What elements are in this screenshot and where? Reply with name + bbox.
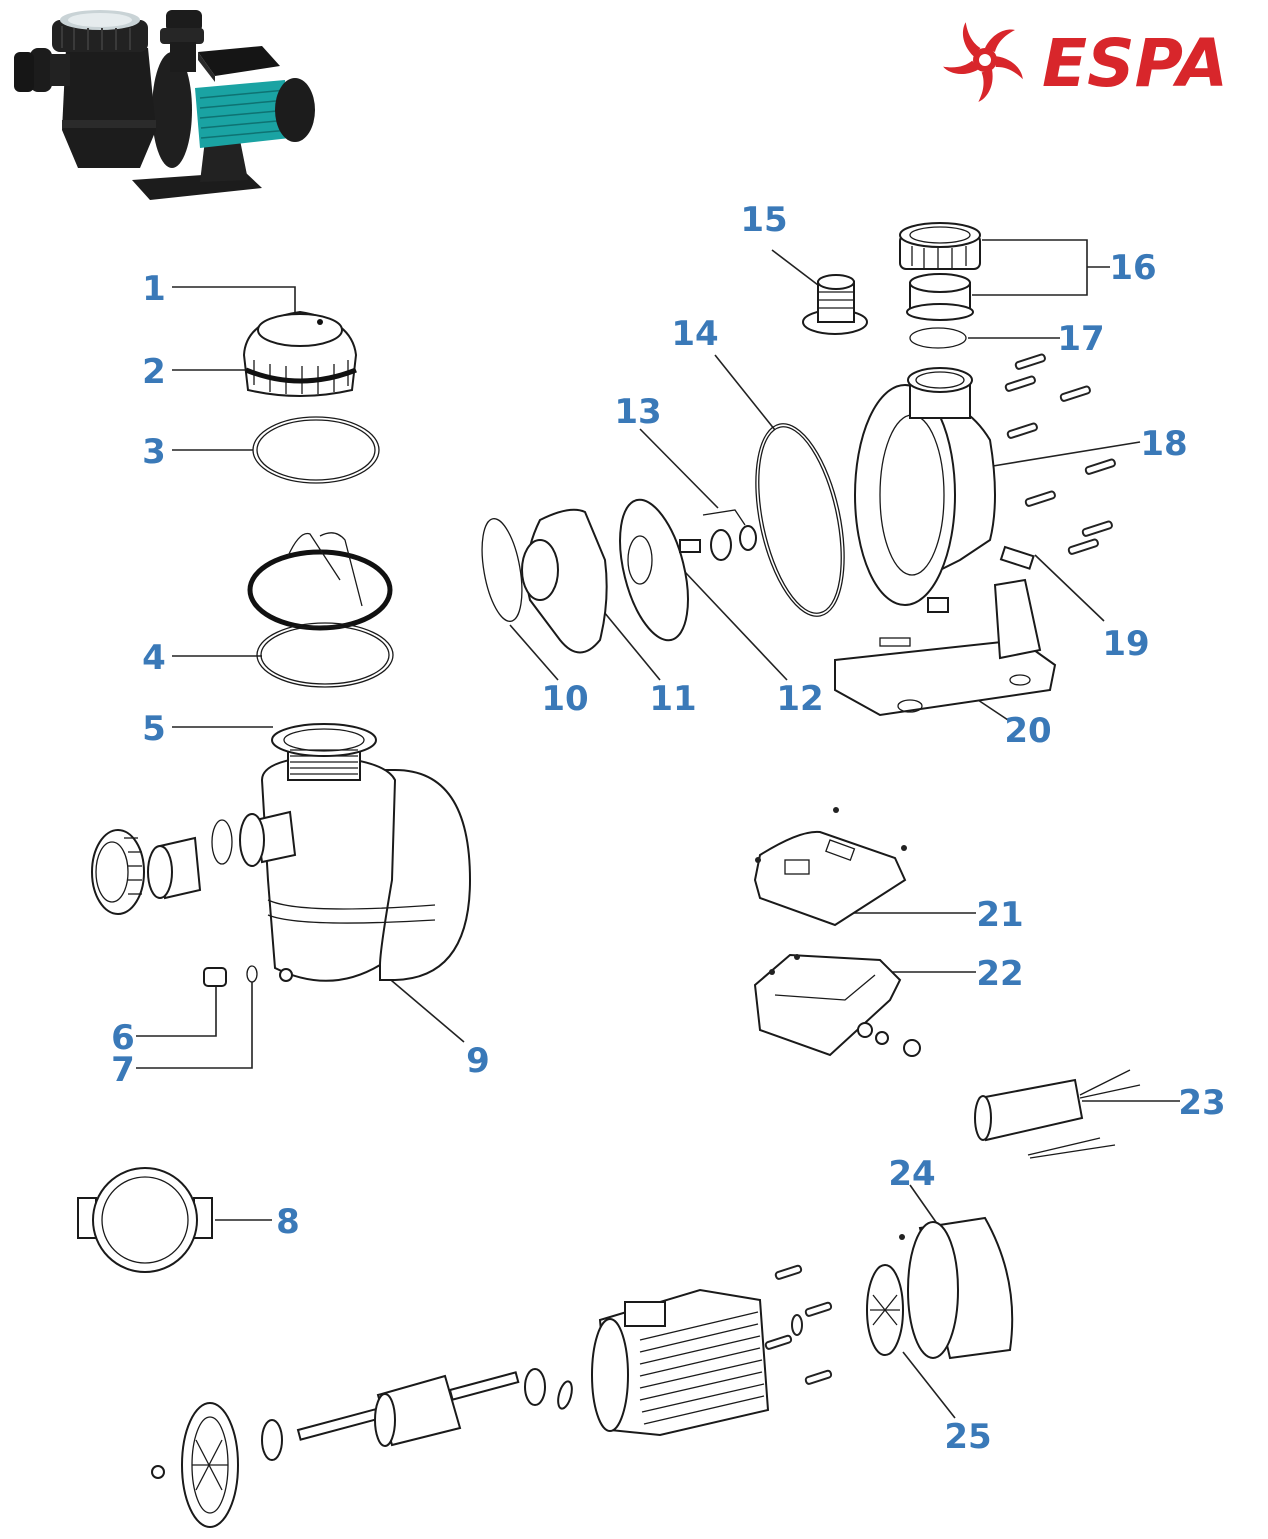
part-lid-o-ring (252, 416, 380, 484)
part-motor-screws (764, 1264, 833, 1385)
part-strainer-lid (242, 310, 358, 397)
part-label-25: 25 (944, 1417, 991, 1457)
part-label-9: 9 (466, 1041, 490, 1081)
impeller-logo-icon (943, 22, 1023, 102)
part-label-13: 13 (614, 392, 661, 432)
part-labels: 1 2 3 4 5 6 7 8 9 10 11 12 13 14 15 16 1… (111, 200, 1226, 1457)
part-label-22: 22 (976, 954, 1023, 994)
part-label-12: 12 (776, 679, 823, 719)
part-fan (866, 1264, 904, 1356)
part-label-19: 19 (1102, 624, 1149, 664)
leader-lines (136, 239, 1180, 1419)
product-photo (14, 10, 315, 200)
part-label-10: 10 (541, 679, 588, 719)
part-capacitor (974, 1069, 1141, 1159)
brand-name: ESPA (1042, 25, 1228, 102)
part-impeller (619, 498, 701, 642)
part-label-21: 21 (976, 895, 1023, 935)
part-label-7: 7 (111, 1050, 135, 1090)
part-label-4: 4 (142, 638, 166, 678)
part-volute-o-ring (755, 423, 845, 617)
part-threaded-plug (802, 274, 868, 335)
part-label-5: 5 (142, 709, 166, 749)
part-label-18: 18 (1140, 424, 1187, 464)
part-label-14: 14 (671, 314, 718, 354)
part-key (999, 545, 1035, 570)
part-fan-cover (899, 1216, 1014, 1360)
part-terminal-cover (753, 807, 907, 927)
part-base (834, 578, 1057, 717)
part-mechanical-seal (702, 509, 757, 561)
part-pump-body (854, 367, 996, 613)
part-volute-screws (1004, 353, 1116, 555)
part-terminal-base (753, 953, 921, 1057)
part-drain-plug (203, 965, 258, 987)
part-union-nut (899, 222, 981, 321)
part-label-2: 2 (142, 352, 166, 392)
part-label-3: 3 (142, 432, 166, 472)
part-label-15: 15 (740, 200, 787, 240)
part-label-11: 11 (649, 679, 696, 719)
part-union-o-ring (909, 327, 967, 349)
part-label-16: 16 (1109, 248, 1156, 288)
part-label-6: 6 (111, 1018, 135, 1058)
part-label-23: 23 (1178, 1083, 1225, 1123)
part-label-1: 1 (142, 269, 166, 309)
part-strainer-housing (91, 723, 472, 982)
espa-logo: ESPA (943, 22, 1228, 102)
part-label-17: 17 (1057, 319, 1104, 359)
part-basket (247, 532, 394, 688)
part-label-24: 24 (888, 1154, 935, 1194)
part-end-shield (151, 1402, 239, 1528)
part-label-20: 20 (1004, 711, 1051, 751)
part-flange-gasket (77, 1167, 213, 1273)
part-label-8: 8 (276, 1202, 300, 1242)
part-motor-stator (591, 1288, 770, 1437)
part-wear-ring (481, 518, 523, 622)
part-diffuser (521, 508, 608, 654)
part-rotor (261, 1368, 573, 1461)
